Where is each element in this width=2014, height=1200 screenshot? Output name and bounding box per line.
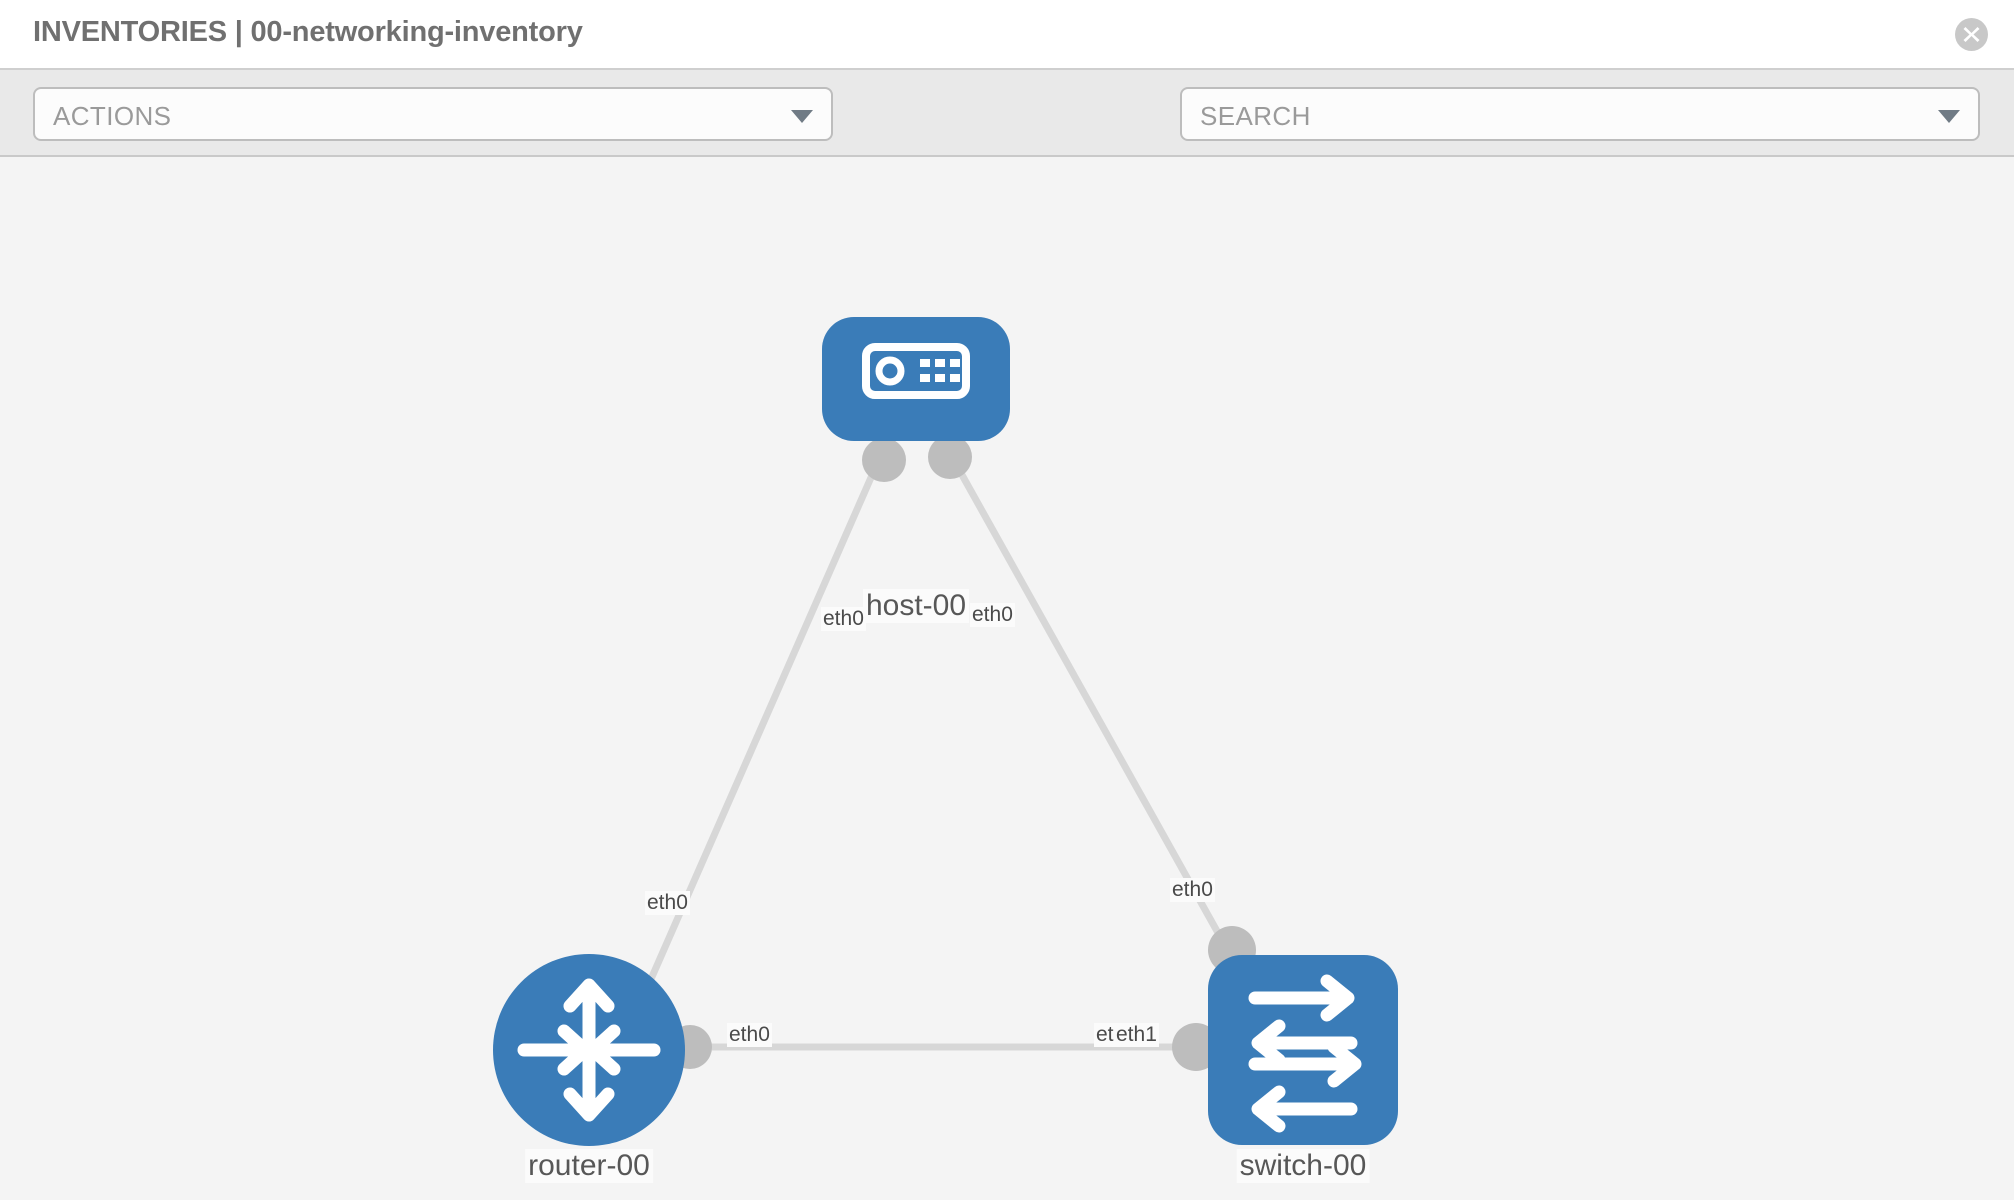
interface-label-router00-eth0-east: eth0 bbox=[727, 1023, 772, 1047]
actions-dropdown-label: ACTIONS bbox=[53, 101, 172, 131]
router-arrows-icon bbox=[517, 978, 661, 1122]
node-label-switch-00: switch-00 bbox=[1236, 1149, 1370, 1183]
chevron-down-icon bbox=[1938, 110, 1960, 123]
interface-nub-host00-left bbox=[862, 438, 906, 482]
interface-label-switch00-eth1-west: eth1 bbox=[1114, 1023, 1159, 1047]
node-host-00 bbox=[822, 317, 1010, 441]
link-host00-switch00 bbox=[948, 455, 1269, 1019]
interface-label-host00-eth0-left: eth0 bbox=[821, 607, 866, 631]
interface-label-host00-eth0-right: eth0 bbox=[970, 603, 1015, 627]
topology-links bbox=[626, 455, 1269, 1051]
toolbar: ACTIONS SEARCH bbox=[0, 68, 2014, 201]
interface-label-router00-eth0-north: eth0 bbox=[645, 891, 690, 915]
search-placeholder: SEARCH bbox=[1200, 101, 1311, 131]
topology-graph bbox=[493, 317, 1398, 1146]
interface-label-switch00-eth0-north: eth0 bbox=[1170, 878, 1215, 902]
interface-nub-host00-right bbox=[928, 435, 972, 479]
close-icon[interactable] bbox=[1955, 18, 1988, 51]
node-switch-00 bbox=[1208, 955, 1398, 1145]
node-router-00 bbox=[493, 954, 685, 1146]
link-host00-router00 bbox=[626, 455, 884, 1029]
server-icon bbox=[862, 343, 970, 399]
topology-canvas[interactable]: host-00 router-00 switch-00 eth0 eth0 et… bbox=[0, 157, 2014, 1200]
page-title: INVENTORIES | 00-networking-inventory bbox=[33, 16, 583, 48]
chevron-down-icon bbox=[791, 110, 813, 123]
switch-arrows-icon bbox=[1248, 974, 1362, 1133]
topology-interfaces bbox=[668, 435, 1256, 1071]
page-header: INVENTORIES | 00-networking-inventory bbox=[0, 0, 2014, 68]
node-label-router-00: router-00 bbox=[525, 1149, 653, 1183]
node-label-host-00: host-00 bbox=[862, 589, 970, 623]
actions-dropdown[interactable]: ACTIONS bbox=[33, 87, 833, 141]
search-input[interactable]: SEARCH bbox=[1180, 87, 1980, 141]
